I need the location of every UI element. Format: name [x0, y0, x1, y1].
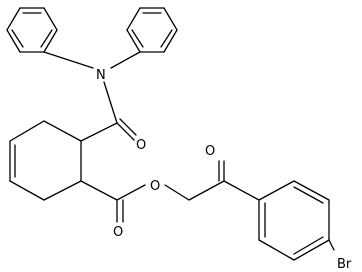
ketone-oxygen-label: O: [205, 144, 215, 159]
nitrogen-label: N: [96, 68, 106, 83]
phenyl-ring-left: [6, 7, 58, 53]
cyclohexene-ring: [9, 120, 82, 201]
bond: [119, 118, 137, 136]
bond: [293, 186, 324, 204]
bond: [160, 29, 173, 48]
bond: [188, 180, 225, 201]
bond: [11, 29, 24, 48]
phenyl-ring-right: [126, 7, 178, 53]
bromine-label: Br: [337, 257, 352, 272]
bond: [163, 7, 178, 31]
bond: [126, 29, 141, 53]
bond: [258, 239, 295, 261]
bond: [116, 122, 135, 141]
ester-carbonyl-oxygen-label: O: [113, 225, 123, 240]
bond: [116, 184, 146, 201]
bond: [163, 29, 178, 53]
bond: [43, 180, 82, 201]
bond: [110, 51, 141, 69]
bond: [164, 184, 190, 201]
bond: [293, 239, 330, 261]
bond: [6, 7, 21, 31]
amide-oxygen-label: O: [136, 138, 146, 153]
bond: [258, 180, 295, 201]
bromophenyl-ring: [258, 180, 330, 261]
bond: [293, 236, 324, 255]
bond: [126, 7, 141, 31]
bond: [328, 239, 335, 251]
bond: [6, 29, 21, 53]
bond: [43, 29, 58, 53]
bond: [9, 180, 45, 201]
bond: [80, 122, 118, 142]
bond: [40, 29, 53, 48]
bond: [80, 180, 118, 201]
bond: [223, 180, 260, 201]
bond: [131, 29, 144, 48]
bond: [103, 81, 118, 124]
bond: [293, 180, 330, 201]
ester-oxygen-label: O: [150, 179, 160, 194]
bond: [43, 7, 58, 31]
bond: [43, 51, 94, 69]
bond: [9, 120, 45, 142]
bond: [43, 120, 82, 142]
